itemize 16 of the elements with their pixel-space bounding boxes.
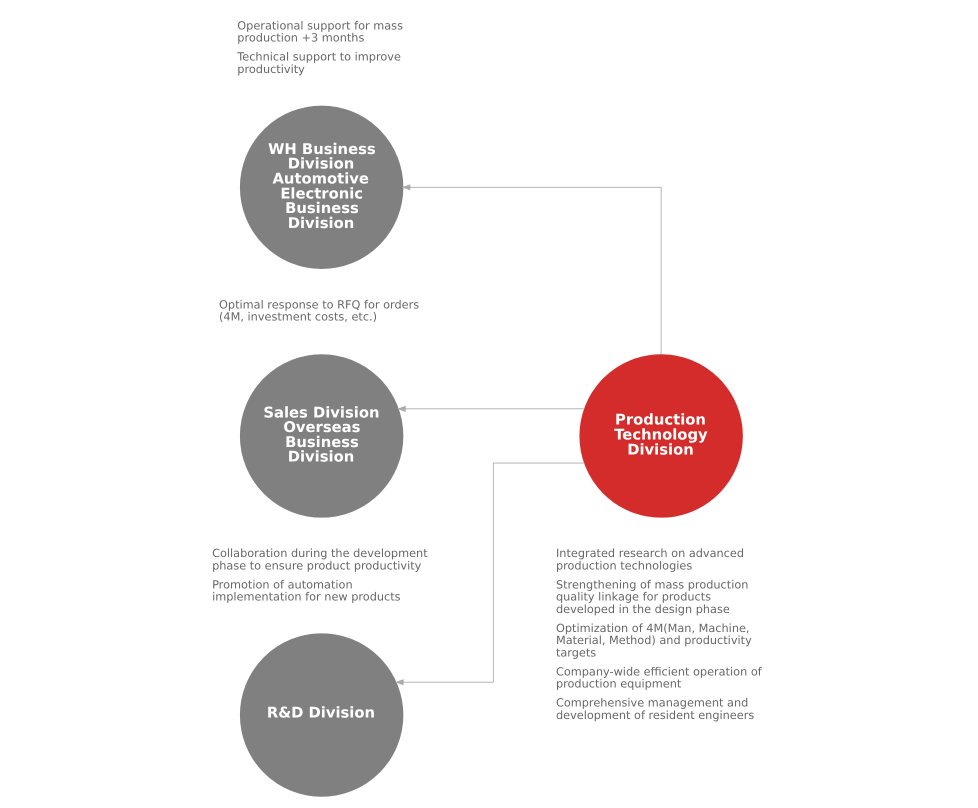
node-label: Operational support for mass production +3 months [237, 19, 403, 45]
node-label: Promotion of automation implementation for new products [212, 578, 401, 604]
node-label: Technical support to improve productivity [237, 50, 401, 76]
node-circle: Sales Division Overseas Business Division [240, 354, 404, 518]
arrow [397, 406, 585, 412]
arrow [394, 462, 585, 686]
node-label: Comprehensive management and development of resident engineers [556, 696, 754, 722]
arrow [402, 184, 662, 355]
node-circle: WH Business Division Automotive Electronic Business Division [240, 106, 404, 270]
node-circle: Production Technology Division [579, 354, 743, 518]
node-label: Collaboration during the development phase to ensure product productivity [212, 547, 428, 572]
node-label: Optimal response to RFQ for orders (4M, investment costs, etc.) [219, 298, 420, 324]
node-label: Integrated research on advanced production technologies [556, 547, 744, 572]
node-label: Strengthening of mass production quality linkage for products developed in the design phase [556, 578, 748, 616]
node-label: Company-wide efficient operation of production equipment [556, 665, 762, 691]
node-label: Optimization of 4M(Man, Machine, Material, Method) and productivity targets [556, 622, 752, 660]
